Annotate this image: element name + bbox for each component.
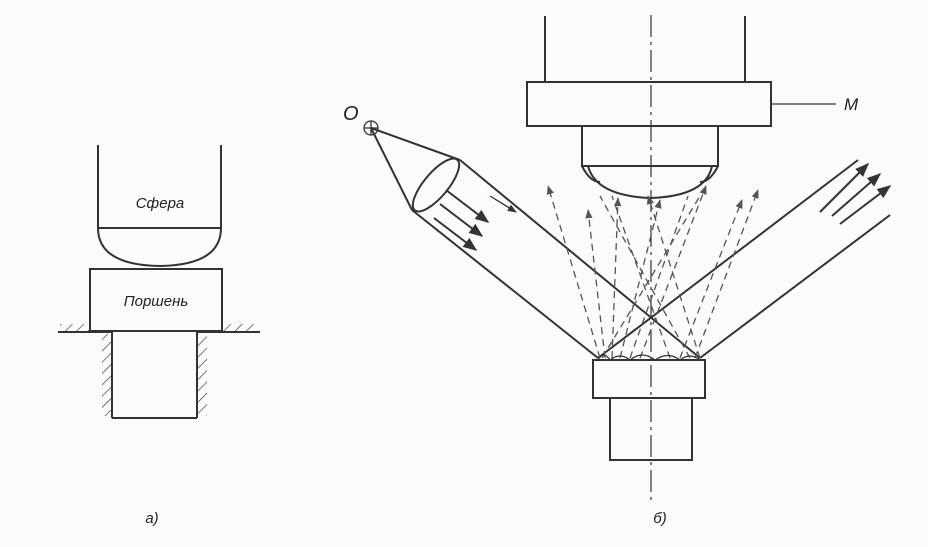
scattered-ray xyxy=(611,197,622,359)
incident-arrow-1 xyxy=(445,189,490,223)
diagram-a: Сфера Поршень а) xyxy=(58,145,260,527)
sample-piston xyxy=(592,359,706,399)
source-label: О xyxy=(343,103,359,125)
scattered-ray xyxy=(611,195,671,359)
reflected-arrow-2 xyxy=(831,173,882,217)
ground-hatch-right xyxy=(222,324,258,332)
incident-arrow-3 xyxy=(433,217,478,251)
cylinder-hatch-left xyxy=(102,334,112,416)
scattered-ray xyxy=(639,185,707,359)
ground-hatch-left xyxy=(60,324,90,332)
mirror-plate xyxy=(526,81,772,127)
lens-mount-corner-right xyxy=(699,165,719,183)
scattered-ray xyxy=(647,195,701,359)
diagram-b: М О xyxy=(343,15,892,527)
scattered-ray xyxy=(546,185,601,359)
scattered-ray xyxy=(679,199,743,359)
reflected-beam-upper xyxy=(597,159,859,359)
lens-mount xyxy=(581,125,719,167)
scattered-ray xyxy=(619,199,662,359)
scattered-ray xyxy=(599,195,691,359)
source-cone-lower xyxy=(370,127,413,211)
sample-cylinder xyxy=(609,397,693,461)
lens-dome xyxy=(587,165,713,200)
incident-beam-lower xyxy=(411,209,599,359)
caption-b: б) xyxy=(653,510,666,527)
scattered-ray xyxy=(694,189,759,359)
scattered-ray xyxy=(629,195,689,359)
sphere-label: Сфера xyxy=(136,195,185,212)
source-cone-upper xyxy=(370,127,461,161)
sphere-dome xyxy=(97,227,222,268)
piston-label: Поршень xyxy=(124,293,189,310)
reflected-arrow-1 xyxy=(819,163,869,213)
incident-beam-upper xyxy=(459,159,701,359)
scattered-ray xyxy=(585,209,606,359)
reflected-beam-lower xyxy=(699,214,891,359)
piston-block xyxy=(89,268,223,332)
mirror-label: М xyxy=(844,95,859,114)
cylinder-hatch-right xyxy=(197,334,207,416)
scattered-ray xyxy=(601,195,701,359)
caption-a: а) xyxy=(145,510,158,527)
collimator-lens xyxy=(411,157,461,213)
incident-arrow-2 xyxy=(439,203,484,237)
sample-surface xyxy=(597,354,701,361)
incident-arrow-edge xyxy=(489,195,517,213)
scattered-rays xyxy=(546,185,759,359)
reflected-arrow-3 xyxy=(839,185,892,225)
